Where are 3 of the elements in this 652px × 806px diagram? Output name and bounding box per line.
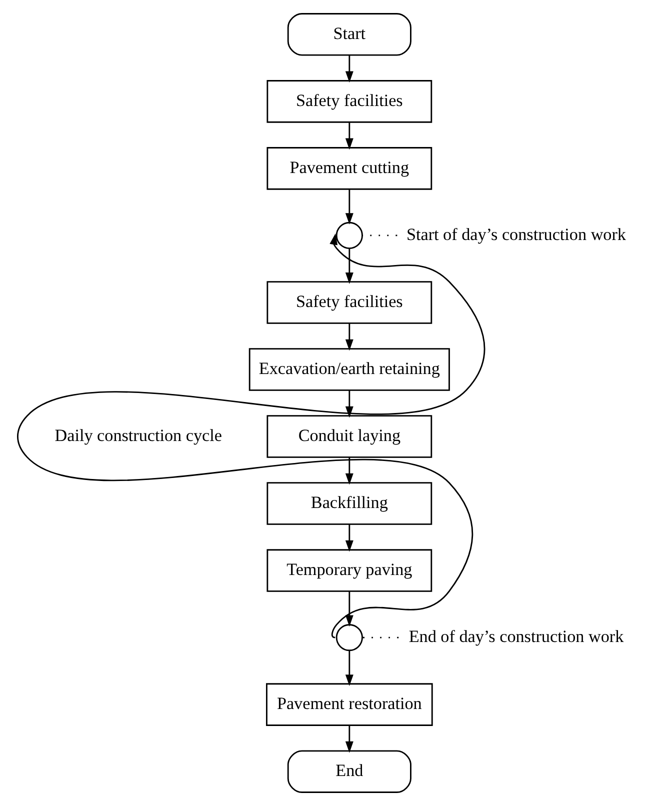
label: Daily construction cycle [54, 426, 222, 445]
node-text: Start of day’s construction work [406, 224, 626, 244]
node-text: End of day’s construction work [408, 626, 624, 646]
